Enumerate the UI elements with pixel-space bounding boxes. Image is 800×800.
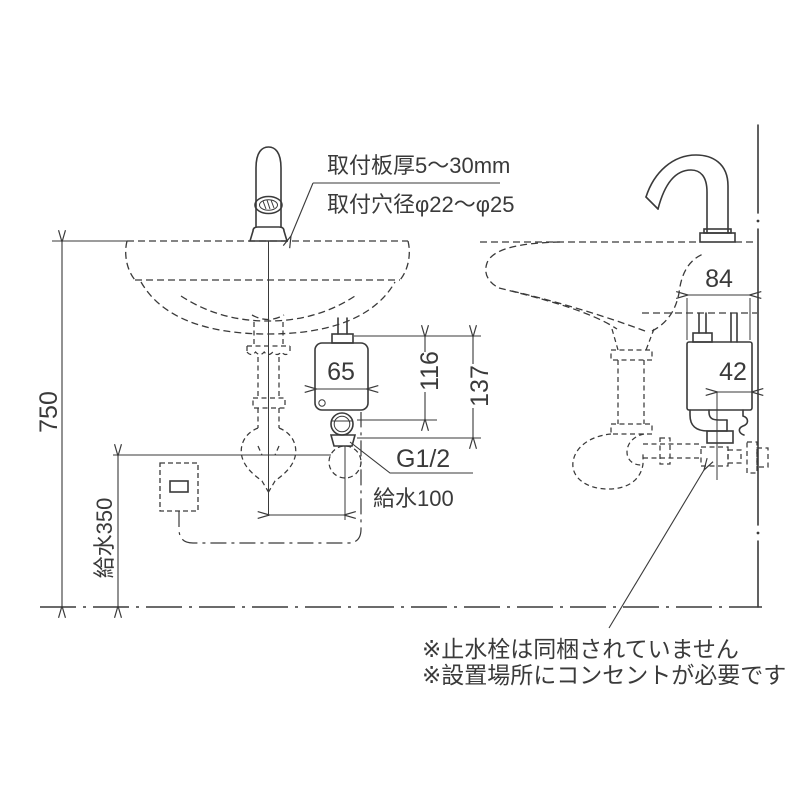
supply-elbow xyxy=(689,409,734,444)
note-stop-valve: ※止水栓は同梱されていません xyxy=(422,636,739,662)
wall-line xyxy=(756,124,760,608)
box-width-label: 65 xyxy=(327,358,355,386)
height-116-label: 116 xyxy=(416,351,444,391)
faucet-side xyxy=(645,154,736,243)
annotation-leader-arrow xyxy=(291,182,314,236)
sensor-window-icon xyxy=(254,195,283,215)
thread-size-callout: G1/2 xyxy=(349,441,473,474)
stop-valve-leader-arrow xyxy=(608,470,704,629)
power-cable-route xyxy=(178,412,362,544)
hole-diameter-label: 取付穴径φ22～φ25 xyxy=(327,192,514,217)
supply-offset-label: 給水100 xyxy=(373,486,454,511)
drain-trap-side xyxy=(572,349,700,490)
notes: ※止水栓は同梱されていません ※設置場所にコンセントが必要です xyxy=(422,636,786,688)
dimension-84: 84 xyxy=(687,265,750,340)
power-cord-break xyxy=(738,409,749,436)
control-box-side-body xyxy=(686,341,753,411)
hose-connector xyxy=(331,333,354,344)
cable-gland-icon xyxy=(318,399,326,407)
dimension-supply-100: 給水100 xyxy=(270,486,454,515)
control-box-side: 42 xyxy=(686,312,753,480)
washbasin-side xyxy=(485,241,757,351)
height-137-label: 137 xyxy=(466,365,494,407)
control-box-body xyxy=(314,342,369,411)
outlet-socket-icon xyxy=(169,480,189,493)
stop-valve xyxy=(700,441,769,474)
dimension-116-137: 116 137 xyxy=(354,336,494,438)
power-outlet-box xyxy=(159,462,199,512)
side-view: 42 84 xyxy=(480,124,769,629)
dimension-supply-350: 給水350 xyxy=(92,455,331,606)
washbasin-front xyxy=(125,240,410,335)
dimension-750: 750 xyxy=(35,241,128,606)
note-outlet: ※設置場所にコンセントが必要です xyxy=(422,662,786,688)
valve-handle xyxy=(756,447,769,468)
mounting-annotation: 取付板厚5～30mm 取付穴径φ22～φ25 xyxy=(291,153,514,236)
height-750-label: 750 xyxy=(35,391,63,433)
ball-joint-fitting xyxy=(328,412,362,520)
faucet-front xyxy=(248,146,289,516)
width-84-label: 84 xyxy=(705,265,733,293)
control-box-front: 65 xyxy=(314,317,369,411)
front-view: 65 750 給水3 xyxy=(35,146,514,606)
thread-size-label: G1/2 xyxy=(396,445,450,473)
drain-trap-front xyxy=(240,322,297,493)
plate-thickness-label: 取付板厚5～30mm xyxy=(327,153,510,178)
supply-height-label: 給水350 xyxy=(92,498,117,579)
depth-42-label: 42 xyxy=(719,358,747,386)
